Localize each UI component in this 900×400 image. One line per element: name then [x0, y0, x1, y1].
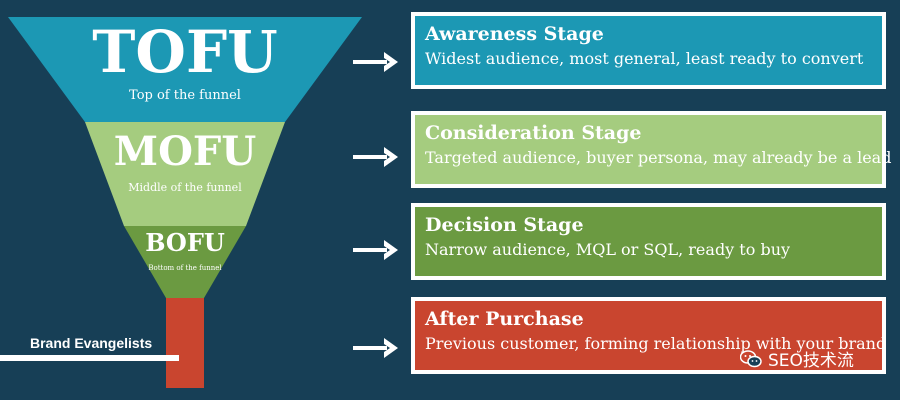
- funnel-mofu-section: [85, 122, 285, 226]
- tofu-label: TOFU: [92, 18, 278, 86]
- stage-box-decision: Decision Stage Narrow audience, MQL or S…: [411, 203, 886, 280]
- wechat-icon: [740, 349, 762, 367]
- stage-description: Narrow audience, MQL or SQL, ready to bu…: [425, 240, 791, 259]
- watermark-text: SEO技术流: [768, 351, 854, 371]
- stage-description: Previous customer, forming relationship …: [425, 334, 887, 353]
- stage-title: After Purchase: [425, 308, 584, 330]
- arrow-icon: [353, 52, 398, 72]
- funnel-bofu-section: [124, 226, 246, 298]
- watermark: SEO技术流: [740, 346, 854, 371]
- funnel-spout: [166, 298, 204, 388]
- funnel-tofu-section: [8, 17, 362, 122]
- stage-description: Targeted audience, buyer persona, may al…: [425, 148, 892, 167]
- stage-box-consideration: Consideration Stage Targeted audience, b…: [411, 111, 892, 188]
- stage-title: Awareness Stage: [425, 23, 604, 45]
- tofu-sublabel: Top of the funnel: [129, 88, 241, 103]
- arrow-icon: [353, 240, 398, 260]
- stage-description: Widest audience, most general, least rea…: [425, 49, 864, 68]
- mofu-label: MOFU: [113, 128, 257, 175]
- stage-box-after-purchase: After Purchase Previous customer, formin…: [411, 297, 886, 374]
- mofu-sublabel: Middle of the funnel: [128, 181, 242, 194]
- evangelist-underline: [0, 355, 179, 361]
- bofu-label: BOFU: [145, 228, 225, 257]
- arrow-icon: [353, 147, 398, 167]
- stage-box-awareness: Awareness Stage Widest audience, most ge…: [411, 12, 886, 89]
- arrow-icon: [353, 338, 398, 358]
- stage-title: Consideration Stage: [425, 122, 642, 144]
- brand-evangelists-label: Brand Evangelists: [30, 335, 153, 351]
- bofu-sublabel: Bottom of the funnel: [148, 264, 222, 272]
- stage-title: Decision Stage: [425, 214, 584, 236]
